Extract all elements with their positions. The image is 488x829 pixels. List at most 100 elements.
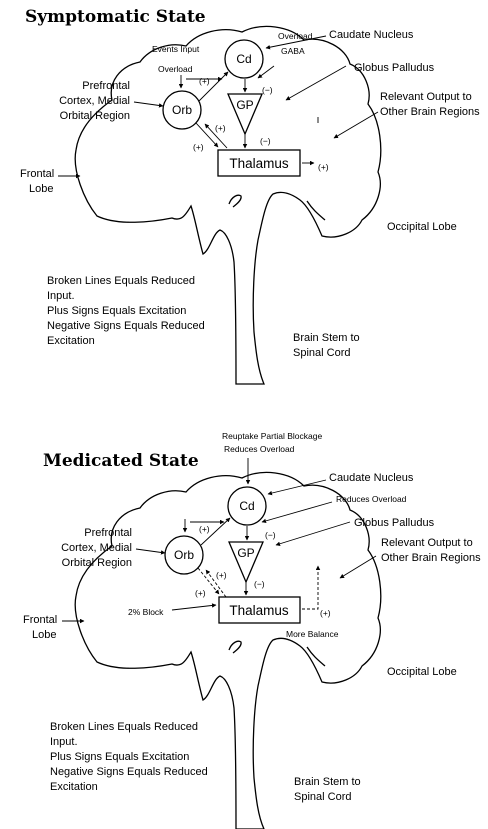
svg-text:Negative Signs Equals Reduced: Negative Signs Equals Reduced	[47, 320, 205, 332]
svg-text:Frontal: Frontal	[23, 614, 57, 626]
thalamus-node-label: Thalamus	[229, 156, 289, 171]
sign-label: (+)	[199, 524, 210, 534]
thalamus-orb-dashed-arrow	[205, 569, 227, 598]
prefrontal-label: Prefrontal Cortex, Medial Orbital Region	[61, 527, 132, 569]
svg-text:Prefrontal: Prefrontal	[84, 527, 132, 539]
svg-text:Relevant Output to: Relevant Output to	[380, 91, 472, 103]
occipital-label: Occipital Lobe	[387, 666, 457, 678]
relevant-output-pointer	[339, 555, 377, 579]
brain-outline	[74, 25, 382, 385]
orb-node	[164, 535, 204, 575]
sign-label: (+)	[318, 162, 329, 172]
annotation: 2% Block	[128, 607, 164, 617]
gaba-overload-arrow	[257, 65, 275, 79]
cd-node	[224, 39, 264, 79]
brain-fissure	[228, 640, 242, 654]
thalamus-orb-arrow	[204, 123, 228, 149]
svg-text:Brain Stem to: Brain Stem to	[293, 332, 360, 344]
thalamus-output-dashed-arrow	[302, 565, 321, 610]
svg-text:Spinal Cord: Spinal Cord	[294, 791, 351, 803]
sign-label: (−)	[254, 579, 265, 589]
annotation: GABA	[281, 46, 305, 56]
thalamus-node	[217, 149, 301, 177]
caudate-pointer	[265, 35, 327, 50]
annotation: Overload	[158, 64, 193, 74]
relevant-output-label: Relevant Output to Other Brain Regions	[380, 91, 480, 118]
prefrontal-pointer	[133, 101, 164, 108]
svg-text:Spinal Cord: Spinal Cord	[293, 347, 350, 359]
sign-label: (+)	[199, 76, 210, 86]
sign-label: (+)	[193, 142, 204, 152]
gp-node-label: GP	[237, 546, 254, 560]
sign-label: (+)	[195, 588, 206, 598]
svg-text:Input.: Input.	[50, 736, 78, 748]
svg-text:Plus Signs Equals Excitation: Plus Signs Equals Excitation	[50, 751, 189, 763]
svg-text:Broken Lines Equals Reduced: Broken Lines Equals Reduced	[47, 275, 195, 287]
occipital-label: Occipital Lobe	[387, 221, 457, 233]
thalamus-node	[218, 596, 301, 624]
block-pointer	[171, 603, 217, 611]
svg-text:Cortex, Medial: Cortex, Medial	[59, 95, 130, 107]
panel-symptomatic: Symptomatic State Cd Orb GP Thalamus Eve…	[20, 7, 480, 385]
svg-text:Negative Signs Equals Reduced: Negative Signs Equals Reduced	[50, 766, 208, 778]
globus-label: Globus Palludus	[354, 62, 435, 74]
svg-text:Other Brain Regions: Other Brain Regions	[381, 552, 481, 564]
svg-text:Prefrontal: Prefrontal	[82, 80, 130, 92]
orb-node	[162, 90, 202, 130]
frontal-label: Frontal Lobe	[20, 168, 54, 195]
svg-text:Reduces Overload: Reduces Overload	[224, 444, 295, 454]
svg-text:Broken Lines Equals Reduced: Broken Lines Equals Reduced	[50, 721, 198, 733]
caudate-label: Caudate Nucleus	[329, 29, 414, 41]
brain-fissure	[306, 646, 326, 667]
orb-node-label: Orb	[174, 548, 194, 562]
orb-to-cd-arrow	[198, 71, 229, 102]
annotation: Overload	[278, 31, 313, 41]
caudate-label: Caudate Nucleus	[329, 472, 414, 484]
brainstem-label: Brain Stem to Spinal Cord	[294, 776, 361, 803]
annotation: More Balance	[286, 629, 339, 639]
svg-text:Relevant Output to: Relevant Output to	[381, 537, 473, 549]
gp-node-label: GP	[236, 98, 253, 112]
globus-pointer	[275, 521, 351, 546]
globus-label: Globus Palludus	[354, 517, 435, 529]
sign-label: (+)	[320, 608, 331, 618]
reuptake-note: Reuptake Partial Blockage Reduces Overlo…	[222, 431, 322, 454]
annotation: Events Input	[152, 44, 200, 54]
svg-text:Orbital Region: Orbital Region	[62, 557, 132, 569]
legend-text: Broken Lines Equals Reduced Input. Plus …	[47, 275, 205, 347]
panel-title: Medicated State	[43, 451, 199, 471]
legend-text: Broken Lines Equals Reduced Input. Plus …	[50, 721, 208, 793]
panel-medicated: Medicated State Reuptake Partial Blockag…	[23, 431, 481, 829]
brainstem-label: Brain Stem to Spinal Cord	[293, 332, 360, 359]
annotation: Reduces Overload	[336, 494, 407, 504]
sign-label: (−)	[265, 530, 276, 540]
orb-node-label: Orb	[172, 103, 192, 117]
sign-label: (−)	[262, 85, 273, 95]
frontal-label: Frontal Lobe	[23, 614, 57, 641]
brain-fissure	[306, 200, 326, 221]
prefrontal-pointer	[135, 548, 166, 555]
sign-label: (+)	[215, 123, 226, 133]
svg-text:Reuptake Partial Blockage: Reuptake Partial Blockage	[222, 431, 322, 441]
svg-text:Plus Signs Equals Excitation: Plus Signs Equals Excitation	[47, 305, 186, 317]
svg-text:Excitation: Excitation	[47, 335, 95, 347]
svg-text:Brain Stem to: Brain Stem to	[294, 776, 361, 788]
svg-text:Lobe: Lobe	[29, 183, 53, 195]
svg-text:Excitation: Excitation	[50, 781, 98, 793]
svg-text:Cortex, Medial: Cortex, Medial	[61, 542, 132, 554]
prefrontal-label: Prefrontal Cortex, Medial Orbital Region	[59, 80, 130, 122]
sign-label: (+)	[216, 570, 227, 580]
brain-fissure	[228, 194, 242, 208]
relevant-output-label: Relevant Output to Other Brain Regions	[381, 537, 481, 564]
panel-title: Symptomatic State	[25, 7, 206, 27]
sign-label: (−)	[260, 136, 271, 146]
globus-pointer	[285, 65, 347, 101]
svg-text:Other Brain Regions: Other Brain Regions	[380, 106, 480, 118]
brain-outline	[74, 471, 382, 829]
thalamus-node-label: Thalamus	[229, 603, 289, 618]
gp-node	[228, 541, 264, 584]
svg-text:Frontal: Frontal	[20, 168, 54, 180]
orb-to-cd-arrow	[200, 517, 231, 546]
caudate-pointer	[267, 479, 327, 496]
